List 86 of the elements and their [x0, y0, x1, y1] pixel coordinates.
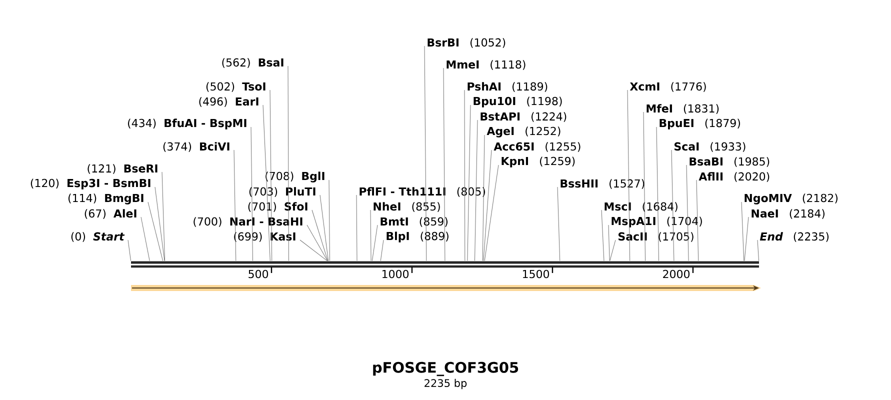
site-label: PflFI - Tth111I (805) [360, 187, 486, 197]
leader-line [300, 240, 328, 262]
leader-line [686, 164, 689, 262]
leader-line [262, 104, 270, 262]
site-label: (700) NarI - BsaHI [194, 217, 302, 227]
leader-line [306, 224, 328, 262]
leader-line [312, 210, 328, 262]
site-label: (699) KasI [234, 232, 296, 242]
leader-line [128, 240, 132, 262]
leader-line [162, 172, 166, 262]
leader-line [741, 202, 744, 262]
site-label: MspA1I (1704) [612, 216, 702, 228]
leader-line [483, 150, 492, 262]
leader-line [320, 194, 329, 262]
site-label: (0) Start [71, 232, 125, 242]
site-label: BmtI (859) [380, 217, 448, 227]
leader-line [557, 186, 560, 262]
leader-line [627, 90, 630, 262]
site-label: NgoMIV (2182) [744, 194, 838, 204]
leader-line [140, 216, 150, 262]
leader-line [464, 90, 466, 262]
leader-line [757, 240, 760, 262]
leader-line [356, 194, 358, 262]
site-label: (114) BmgBI [68, 194, 144, 204]
site-label: MmeI (1118) [446, 60, 526, 70]
site-label: Bpu10I (1198) [474, 96, 562, 108]
leader-line [484, 164, 499, 262]
site-label: (708) BglI [266, 172, 324, 182]
site-label: (120) Esp3I - BsmBI [30, 178, 150, 190]
leader-line [467, 104, 471, 262]
site-label: AflII (2020) [698, 172, 770, 182]
site-label: (121) BseRI [88, 164, 158, 174]
leader-line [234, 150, 236, 262]
leader-line [148, 202, 164, 262]
leader-line [328, 180, 330, 262]
site-label: MfeI (1831) [646, 104, 719, 114]
site-label: BstAPI (1224) [480, 112, 566, 122]
site-label: (703) PluTI [249, 187, 316, 197]
site-label: BsrBI (1052) [428, 38, 506, 48]
leader-line [288, 66, 289, 262]
site-label: BssHII (1527) [560, 179, 644, 189]
leader-line [696, 180, 699, 262]
leader-line [656, 126, 660, 262]
leader-line [608, 224, 610, 262]
leader-line [380, 240, 384, 262]
site-label: (701) SfoI [248, 202, 308, 212]
site-label: (562) BsaI [222, 58, 284, 68]
site-label: (374) BciVI [163, 142, 230, 152]
site-label: AgeI (1252) [486, 126, 560, 138]
leader-line [424, 46, 427, 262]
leader-line [474, 120, 478, 262]
leader-line [443, 68, 446, 262]
tick-label: 2000 [663, 270, 690, 278]
leader-line [643, 112, 646, 262]
leader-line [370, 210, 372, 262]
leader-line [482, 134, 485, 262]
tick-label: 500 [248, 270, 268, 278]
site-label: BsaBI (1985) [690, 157, 770, 167]
site-label: NheI (855) [374, 202, 440, 212]
site-label: PshAI (1189) [468, 82, 548, 92]
site-label: (502) TsoI [206, 82, 266, 92]
site-label: ScaI (1933) [674, 142, 746, 152]
leader-line [671, 150, 674, 262]
leader-line [610, 240, 616, 262]
leader-line [601, 210, 604, 262]
backbone [131, 261, 759, 268]
site-label: MscI (1684) [604, 202, 678, 212]
site-label: NaeI (2184) [752, 209, 824, 219]
leader-line [372, 224, 378, 262]
leader-line [154, 186, 165, 262]
sequence-length: 2235 bp [424, 378, 467, 390]
site-label: (496) EarI [199, 97, 258, 107]
site-label: KpnI (1259) [502, 156, 575, 168]
site-label: BpuEI (1879) [660, 118, 740, 130]
site-label: Acc65I (1255) [494, 142, 580, 152]
leader-line [744, 216, 749, 262]
tick-label: 1000 [382, 270, 409, 278]
site-label: BlpI (889) [386, 232, 448, 242]
map-title: pFOSGE_COF3G05 [373, 362, 518, 376]
site-label: XcmI (1776) [630, 82, 706, 92]
leader-line [270, 90, 272, 262]
leader-line [250, 126, 253, 262]
site-label: (67) AleI [84, 209, 136, 219]
site-label: End (2235) [760, 232, 829, 242]
site-label: (434) BfuAI - BspMI [128, 118, 246, 130]
site-label: SacII (1705) [618, 232, 694, 242]
